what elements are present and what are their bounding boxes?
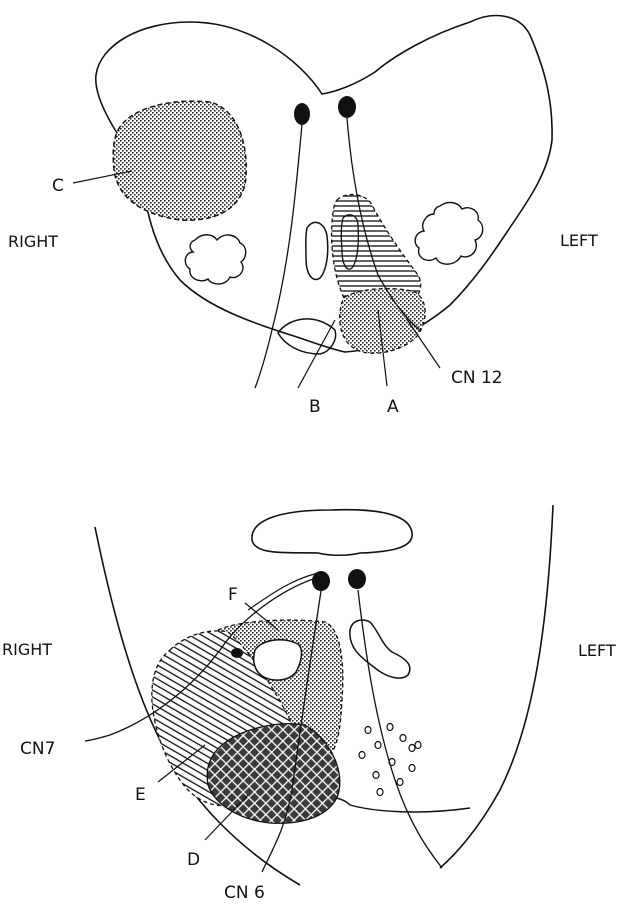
lower-label-left: LEFT bbox=[578, 641, 616, 660]
lower-outline-left bbox=[440, 505, 553, 868]
inner-oval-upper bbox=[306, 222, 328, 279]
dark-dot-lower-left-side bbox=[348, 569, 366, 589]
label-e: E bbox=[135, 785, 146, 805]
upper-label-right: RIGHT bbox=[8, 232, 58, 251]
upper-medulla-section: RIGHT LEFT C B A CN 12 bbox=[8, 16, 598, 417]
label-a: A bbox=[387, 397, 399, 417]
label-cn6: CN 6 bbox=[224, 883, 265, 903]
upper-label-left: LEFT bbox=[560, 231, 598, 250]
cloud-shape-left bbox=[415, 202, 483, 264]
inner-notch-shape-right bbox=[254, 640, 302, 680]
dark-dot-in-f bbox=[231, 648, 243, 658]
label-f: F bbox=[228, 585, 238, 605]
cloud-shape-right bbox=[185, 235, 245, 284]
leader-b bbox=[298, 320, 335, 388]
label-b: B bbox=[309, 397, 321, 417]
inner-notch-shape-left bbox=[350, 620, 410, 678]
fourth-ventricle bbox=[252, 510, 412, 556]
label-cn7: CN7 bbox=[20, 739, 55, 759]
nerve-line-right-short bbox=[248, 573, 318, 610]
small-circles-cluster bbox=[359, 724, 421, 796]
label-c: C bbox=[52, 176, 64, 196]
dark-dot-upper-right-side bbox=[294, 103, 310, 125]
dark-dot-upper-left-side bbox=[338, 96, 356, 118]
area-c bbox=[113, 101, 246, 220]
lower-pons-section: RIGHT LEFT F CN7 E D CN 6 bbox=[2, 505, 616, 903]
lower-label-right: RIGHT bbox=[2, 640, 52, 659]
label-d: D bbox=[187, 850, 200, 870]
upper-bottom-notch bbox=[278, 319, 336, 354]
label-cn12: CN 12 bbox=[451, 368, 503, 388]
